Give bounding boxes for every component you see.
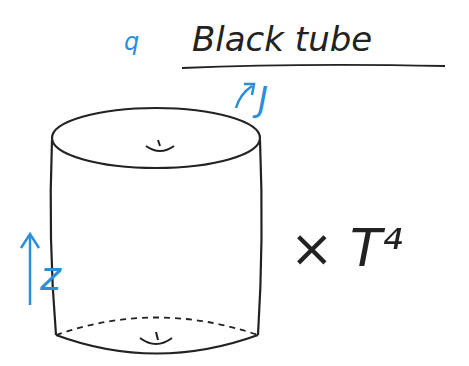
hole-mark — [140, 338, 172, 344]
title-underline — [182, 65, 445, 68]
charge-label: q — [124, 30, 139, 54]
hole-mark — [158, 140, 160, 146]
hole-mark — [146, 146, 174, 151]
tube-side — [51, 140, 56, 335]
diagram-title: Black tube — [192, 22, 372, 56]
tube-top — [52, 108, 260, 168]
axis-label: z — [40, 256, 61, 296]
axis-arrowhead — [21, 234, 39, 248]
torus-factor: × T⁴ — [290, 222, 403, 274]
current-label: J — [258, 82, 268, 116]
tube-side — [258, 140, 262, 335]
hole-mark — [156, 332, 158, 340]
current-arrowhead — [244, 84, 254, 95]
current-arrow — [236, 86, 252, 108]
axis-arrow — [29, 236, 32, 305]
